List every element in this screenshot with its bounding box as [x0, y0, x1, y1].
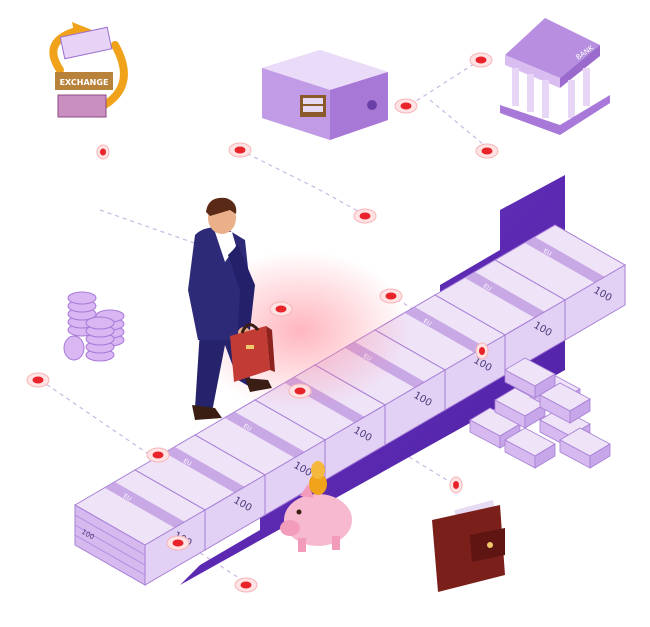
cash-bundle — [504, 427, 556, 469]
cash-bundle — [539, 382, 591, 424]
note-tag: EU — [182, 458, 193, 468]
currency-exchange-icon: EXCHANGE — [49, 22, 128, 118]
location-marker — [96, 144, 110, 160]
bank-icon: BANK — [500, 18, 610, 135]
businessman-figure — [188, 197, 275, 420]
location-marker — [475, 342, 489, 360]
location-marker — [353, 208, 377, 224]
cash-bundle — [504, 357, 556, 399]
location-marker — [228, 142, 252, 158]
safe-icon — [262, 50, 388, 140]
cash-bundle — [559, 427, 611, 469]
location-marker — [379, 288, 403, 304]
location-marker — [166, 535, 190, 551]
markers — [26, 52, 499, 593]
cash-bundle — [494, 387, 546, 429]
piggy-bank-icon — [280, 461, 352, 552]
note-tag: EU — [122, 493, 133, 503]
location-marker — [26, 372, 50, 388]
note-tag: EU — [542, 248, 553, 258]
note-tag: EU — [242, 423, 253, 433]
location-marker — [146, 447, 170, 463]
location-marker — [475, 143, 499, 159]
location-marker — [449, 476, 463, 494]
note-tag: EU — [482, 283, 493, 293]
cash-bundles-icon — [469, 357, 611, 469]
exchange-sign: EXCHANGE — [60, 78, 109, 87]
location-marker — [234, 577, 258, 593]
location-marker — [469, 52, 493, 68]
briefcase-icon — [230, 323, 275, 382]
location-marker — [269, 301, 293, 317]
note-tag: EU — [422, 318, 433, 328]
coin-stack-icon — [63, 291, 125, 362]
location-marker — [288, 383, 312, 399]
location-marker — [394, 98, 418, 114]
wallet-icon — [432, 500, 505, 592]
